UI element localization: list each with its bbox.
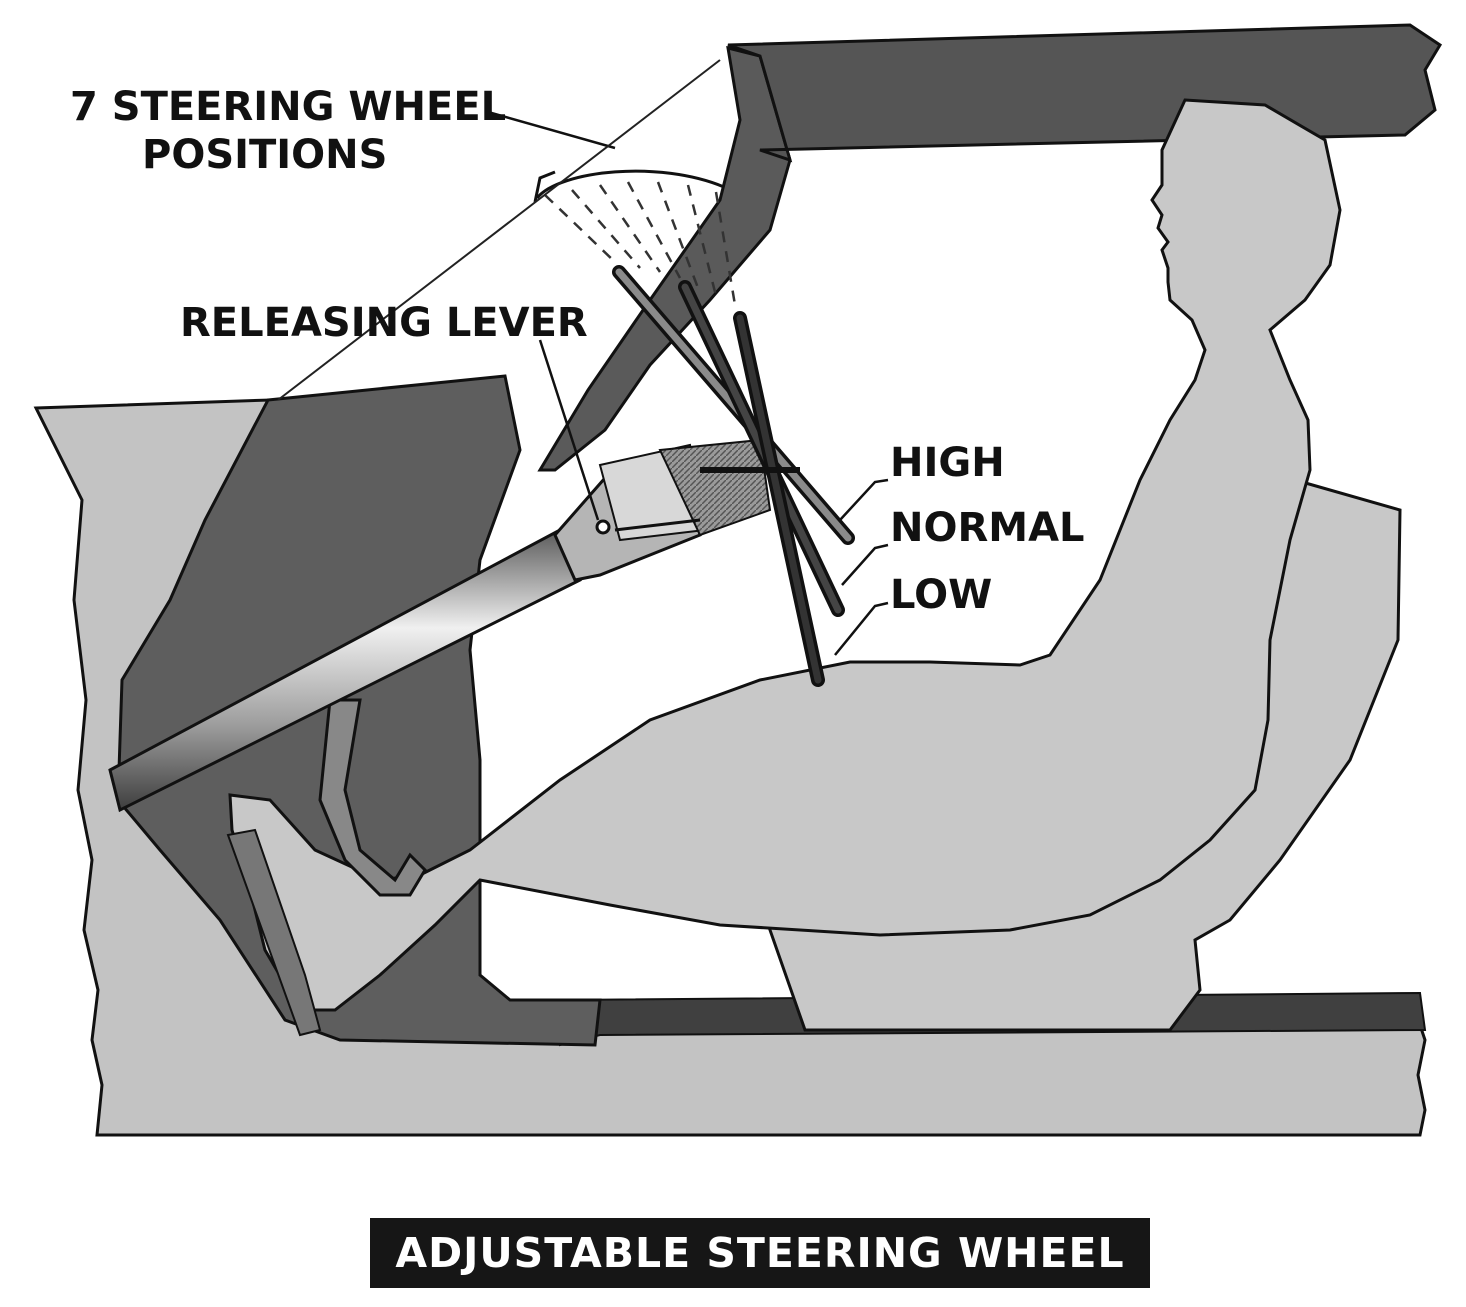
label-low: LOW bbox=[890, 572, 992, 618]
brake-pedal bbox=[318, 698, 427, 897]
driver-silhouette bbox=[228, 98, 1342, 1012]
steering-column bbox=[108, 438, 772, 813]
leader-lines bbox=[487, 110, 889, 656]
windshield-pillar bbox=[537, 45, 792, 472]
label-steering-positions-1: 7 STEERING WHEEL bbox=[70, 84, 506, 130]
label-releasing-lever: RELEASING LEVER bbox=[180, 300, 588, 346]
label-high: HIGH bbox=[890, 440, 1005, 486]
figure-caption: ADJUSTABLE STEERING WHEEL bbox=[370, 1218, 1150, 1288]
roof bbox=[727, 23, 1443, 163]
positions-arc-hook bbox=[533, 170, 556, 203]
label-steering-positions-2: POSITIONS bbox=[142, 132, 387, 178]
label-normal: NORMAL bbox=[890, 505, 1085, 551]
positions-fan bbox=[544, 181, 737, 306]
windshield-line bbox=[277, 59, 721, 401]
accelerator-pedal bbox=[226, 828, 322, 1037]
wheel-rim-low bbox=[733, 311, 825, 687]
positions-arc bbox=[535, 169, 725, 200]
